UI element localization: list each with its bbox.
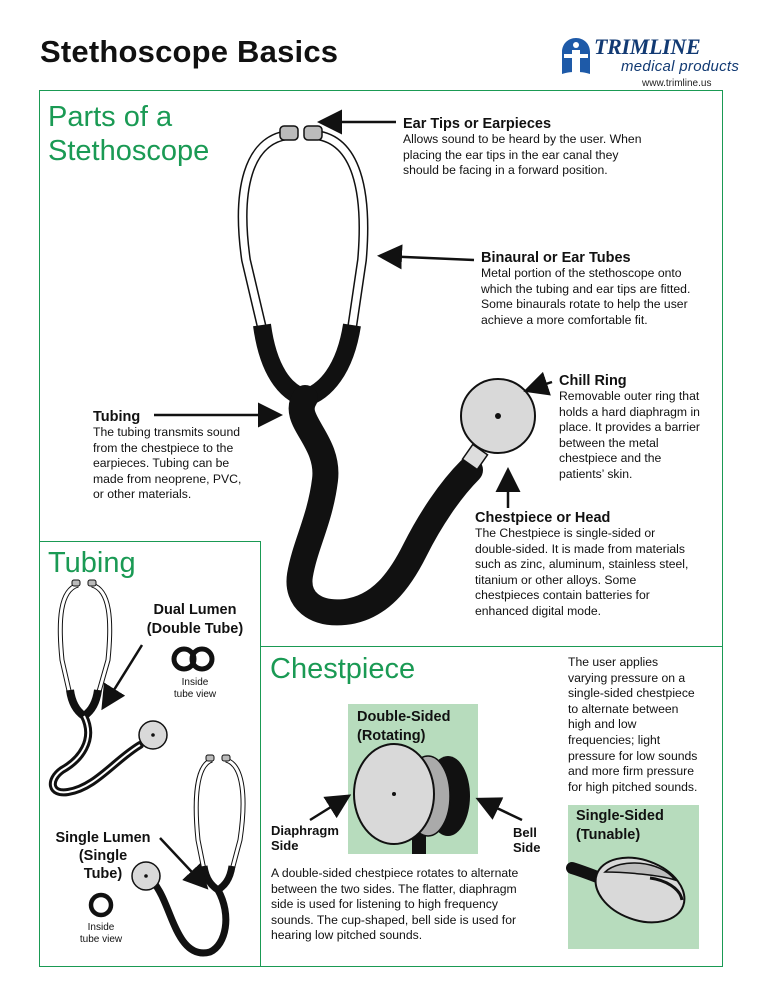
dual-lumen-arrow — [101, 644, 144, 711]
dual-lumen-label: Dual Lumen (Double Tube) — [146, 602, 244, 637]
dual-lumen-stethoscope-icon — [49, 579, 168, 797]
dual-inside-view-label: Inside tube view — [173, 677, 217, 700]
bell-arrow — [475, 797, 523, 822]
binaural-text: Metal portion of the stethoscope onto wh… — [481, 266, 691, 327]
ear-tips-text: Allows sound to be heard by the user. Wh… — [403, 132, 642, 178]
chestpiece-callout: Chestpiece or Head The Chestpiece is sin… — [475, 510, 715, 620]
chestpiece-section-title: Chestpiece — [270, 653, 416, 685]
tubing-callout: Tubing The tubing transmits sound from t… — [93, 409, 263, 503]
page-title: Stethoscope Basics — [40, 34, 339, 69]
binaural-arrow — [377, 244, 475, 270]
chill-ring-text: Removable outer ring that holds a hard d… — [559, 389, 700, 481]
double-sided-description: A double-sided chestpiece rotates to alt… — [271, 866, 519, 943]
single-lumen-label: Single Lumen (Single Tube) — [55, 830, 151, 882]
logo-name: TRIMLINE — [594, 34, 701, 59]
single-lumen-arrow — [159, 837, 209, 890]
diaphragm-side-label: Diaphragm Side — [271, 823, 339, 853]
single-lumen-inside-icon — [88, 892, 114, 918]
logo-url[interactable]: www.trimline.us — [642, 78, 712, 89]
chill-ring-callout: Chill Ring Removable outer ring that hol… — [559, 373, 719, 483]
diaphragm-arrow — [309, 794, 352, 822]
chill-ring-heading: Chill Ring — [559, 373, 627, 389]
double-sided-title: Double-Sided (Rotating) — [357, 709, 451, 744]
single-inside-view-label: Inside tube view — [79, 922, 123, 945]
tubing-heading: Tubing — [93, 409, 141, 425]
single-sided-title: Single-Sided (Tunable) — [576, 808, 664, 843]
single-sided-chestpiece-icon — [566, 856, 686, 924]
main-stethoscope-icon — [237, 125, 536, 626]
parts-section-title: Parts of a Stethoscope — [48, 101, 210, 167]
logo-subtitle: medical products — [621, 58, 740, 75]
dual-lumen-inside-icon — [171, 646, 215, 672]
binaural-heading: Binaural or Ear Tubes — [481, 250, 631, 266]
chestpiece-frame — [260, 646, 723, 967]
double-sided-chestpiece-icon — [353, 743, 470, 854]
chestpiece-heading: Chestpiece or Head — [475, 510, 611, 526]
tubing-text: The tubing transmits sound from the ches… — [93, 425, 242, 502]
chestpiece-text: The Chestpiece is single-sided or double… — [475, 526, 689, 618]
bell-side-label: Bell Side — [513, 825, 541, 855]
single-sided-description: The user applies varying pressure on a s… — [568, 655, 698, 794]
tubing-section-title: Tubing — [48, 547, 136, 579]
chill-ring-arrow — [523, 371, 553, 396]
binaural-callout: Binaural or Ear Tubes Metal portion of t… — [481, 250, 711, 328]
ear-tips-heading: Ear Tips or Earpieces — [403, 116, 552, 132]
ear-tips-callout: Ear Tips or Earpieces Allows sound to be… — [403, 116, 703, 179]
